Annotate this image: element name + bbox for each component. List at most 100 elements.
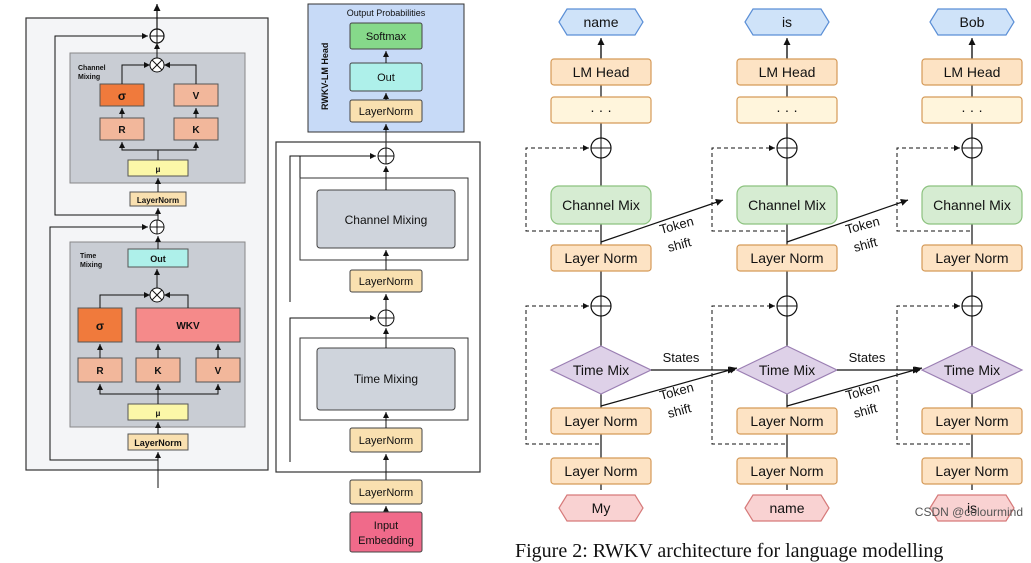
out-label: Out <box>150 254 166 264</box>
time-mix-0-label: Time Mix <box>573 362 629 378</box>
input-token-1 <box>744 494 830 522</box>
channel-mix-2-label: Channel Mix <box>933 197 1011 213</box>
layernorm-label-2: LayerNorm <box>134 438 182 448</box>
output-token-0 <box>558 8 644 36</box>
lm-head-1 <box>736 58 838 86</box>
output-token-2 <box>929 8 1015 36</box>
layer-norm-input-1 <box>736 457 838 485</box>
channel-inner-frame <box>299 177 469 261</box>
layer-norm-input-1-label: Layer Norm <box>750 463 823 479</box>
middle-block-diagram: RWKV-LM Head Output Probabilities Softma… <box>275 3 481 553</box>
channel-mix-1 <box>736 185 838 225</box>
lm-head-2-label: LM Head <box>944 64 1001 80</box>
token-shift-lower-0: Token <box>658 379 695 402</box>
ellipsis-box-0-label: · · · <box>590 102 612 118</box>
r-label: R <box>118 125 126 136</box>
output-token-1-label: is <box>782 14 792 30</box>
output-token-1 <box>744 8 830 36</box>
input-embedding-label-1: Input <box>374 520 398 532</box>
states-label-0: States <box>663 350 700 365</box>
token-shift-lower-b-1: shift <box>852 400 879 421</box>
layer-norm-lower-0-label: Layer Norm <box>564 413 637 429</box>
token-shift-upper-b-0: shift <box>666 234 693 255</box>
v-label-2: V <box>215 366 222 377</box>
time-mixing-label: Time Mixing <box>354 372 418 386</box>
token-shift-upper-b-1: shift <box>852 234 879 255</box>
layer-norm-upper-1-label: Layer Norm <box>750 250 823 266</box>
lm-head-2 <box>921 58 1023 86</box>
input-token-0 <box>558 494 644 522</box>
layer-norm-lower-1 <box>736 407 838 435</box>
token-shift-upper-1: Token <box>844 213 881 236</box>
channel-mix-0-label: Channel Mix <box>562 197 640 213</box>
ellipsis-box-1-label: · · · <box>776 102 798 118</box>
layer-norm-lower-2-label: Layer Norm <box>935 413 1008 429</box>
input-token-1-label: name <box>769 500 804 516</box>
time-mixing-title-1: Time <box>80 253 96 260</box>
layernorm-label-mid-top: LayerNorm <box>359 106 413 118</box>
lm-head-0 <box>550 58 652 86</box>
channel-mixing-title-1: Channel <box>78 65 106 72</box>
mu-label-2: μ <box>156 409 161 418</box>
lm-head-0-label: LM Head <box>573 64 630 80</box>
time-mix-2 <box>920 345 1024 395</box>
layer-norm-lower-1-label: Layer Norm <box>750 413 823 429</box>
output-probabilities-label: Output Probabilities <box>347 8 426 18</box>
watermark: CSDN @colourmind <box>914 505 1023 519</box>
layernorm-label-mid-2: LayerNorm <box>359 276 413 288</box>
input-token-0-label: My <box>592 500 611 516</box>
layer-norm-upper-0 <box>550 244 652 272</box>
layer-norm-input-2-label: Layer Norm <box>935 463 1008 479</box>
input-token-2-label: is <box>967 500 977 516</box>
wkv-label: WKV <box>176 321 200 332</box>
token-shift-lower-1: Token <box>844 379 881 402</box>
layer-norm-input-2 <box>921 457 1023 485</box>
sigma-box-2 <box>77 307 123 343</box>
layer-norm-lower-2 <box>921 407 1023 435</box>
layer-norm-upper-0-label: Layer Norm <box>564 250 637 266</box>
ellipsis-box-1 <box>736 96 838 124</box>
sigma-label-2: σ <box>96 319 104 333</box>
time-inner-frame <box>299 337 469 421</box>
out-label-mid: Out <box>377 72 395 84</box>
output-token-2-label: Bob <box>960 14 985 30</box>
layernorm-box-mid-4 <box>349 479 423 505</box>
lm-head-label: RWKV-LM Head <box>320 43 330 110</box>
layernorm-label-mid-4: LayerNorm <box>359 487 413 499</box>
states-label-1: States <box>849 350 886 365</box>
channel-mixing-title-2: Mixing <box>78 74 100 81</box>
softmax-box <box>349 22 423 50</box>
time-mixing-title-2: Mixing <box>80 262 102 269</box>
layer-norm-upper-1 <box>736 244 838 272</box>
layer-norm-upper-2 <box>921 244 1023 272</box>
mu-label: μ <box>156 165 161 174</box>
figure-caption: Figure 2: RWKV architecture for language… <box>515 540 944 562</box>
time-mix-2-label: Time Mix <box>944 362 1000 378</box>
token-shift-lower-b-0: shift <box>666 400 693 421</box>
input-token-2 <box>929 494 1015 522</box>
time-mix-1-label: Time Mix <box>759 362 815 378</box>
ellipsis-box-2 <box>921 96 1023 124</box>
k-label-2: K <box>154 366 162 377</box>
layernorm-label-1: LayerNorm <box>137 196 179 205</box>
k-label: K <box>192 125 200 136</box>
output-token-0-label: name <box>583 14 618 30</box>
k-box-2 <box>135 357 181 383</box>
r-box-2 <box>77 357 123 383</box>
left-block-diagram: Channel Mixing σ V R K μ LayerNorm Time <box>25 4 269 488</box>
layer-norm-input-0-label: Layer Norm <box>564 463 637 479</box>
channel-mix-1-label: Channel Mix <box>748 197 826 213</box>
layer-norm-input-0 <box>550 457 652 485</box>
input-embedding-label-2: Embedding <box>358 535 414 547</box>
sigma-label: σ <box>118 89 126 103</box>
lm-head-1-label: LM Head <box>759 64 816 80</box>
input-embedding-box <box>349 511 423 553</box>
channel-mix-2 <box>921 185 1023 225</box>
ellipsis-box-2-label: · · · <box>961 102 983 118</box>
r-label-2: R <box>96 366 104 377</box>
channel-mix-0 <box>550 185 652 225</box>
ellipsis-box-0 <box>550 96 652 124</box>
token-shift-upper-0: Token <box>658 213 695 236</box>
